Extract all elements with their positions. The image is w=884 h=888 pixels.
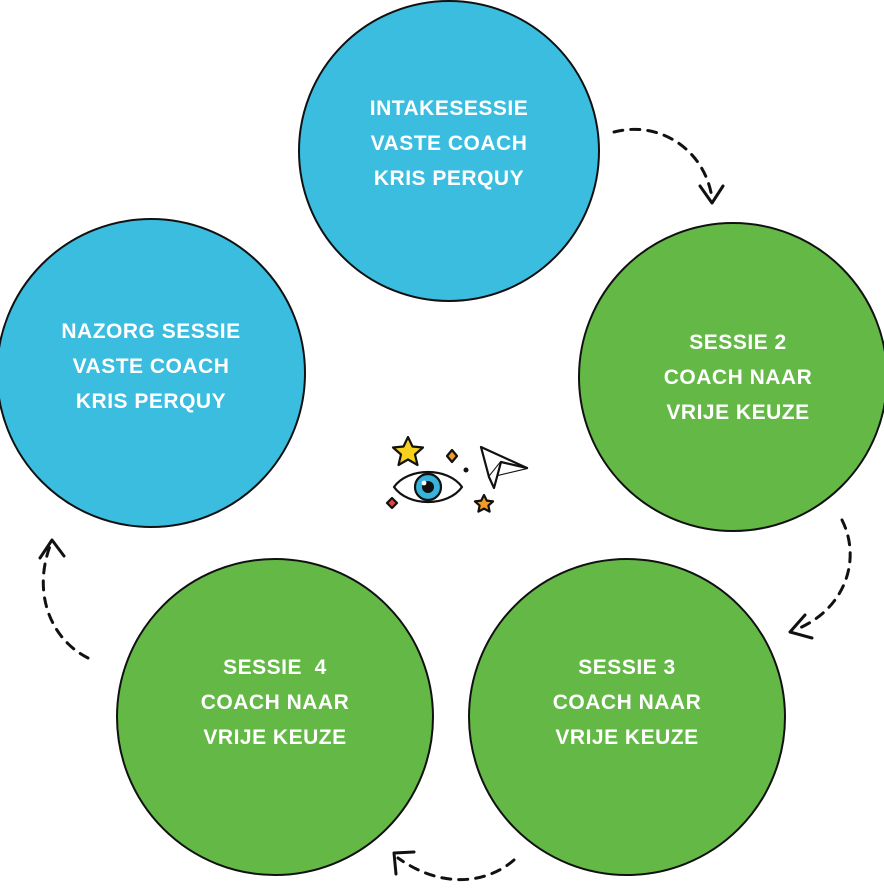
session-4-circle: SESSIE 4 COACH NAAR VRIJE KEUZE	[116, 558, 434, 876]
arrow-sessie3-to-sessie4	[392, 850, 516, 882]
session-2-circle: SESSIE 2 COACH NAAR VRIJE KEUZE	[578, 222, 884, 532]
intake-line-3: KRIS PERQUY	[373, 166, 525, 190]
session-3-line-3: VRIJE KEUZE	[555, 725, 699, 749]
session-3-circle: SESSIE 3 COACH NAAR VRIJE KEUZE	[468, 558, 786, 876]
session-3-line-2: COACH NAAR	[552, 690, 702, 714]
aftercare-line-2: VASTE COACH	[72, 354, 230, 378]
aftercare-line-3: KRIS PERQUY	[75, 389, 227, 413]
aftercare-session-label: NAZORG SESSIE VASTE COACH KRIS PERQUY	[61, 314, 240, 419]
session-4-line-1: SESSIE 4	[223, 655, 327, 679]
session-4-line-2: COACH NAAR	[200, 690, 350, 714]
session-2-line-3: VRIJE KEUZE	[666, 400, 810, 424]
aftercare-line-1: NAZORG SESSIE	[61, 319, 241, 343]
diamond-icon	[385, 496, 399, 510]
star-icon	[473, 493, 495, 513]
intake-line-2: VASTE COACH	[370, 131, 528, 155]
session-4-label: SESSIE 4 COACH NAAR VRIJE KEUZE	[201, 650, 350, 755]
aftercare-session-circle: NAZORG SESSIE VASTE COACH KRIS PERQUY	[0, 218, 306, 528]
intake-line-1: INTAKESESSIE	[369, 96, 529, 120]
arrow-sessie4-to-nazorg	[38, 538, 90, 660]
session-2-line-2: COACH NAAR	[663, 365, 813, 389]
intake-session-circle: INTAKESESSIE VASTE COACH KRIS PERQUY	[298, 0, 600, 302]
intake-session-label: INTAKESESSIE VASTE COACH KRIS PERQUY	[370, 91, 528, 196]
arrow-intake-to-sessie2	[612, 127, 725, 205]
arrow-sessie2-to-sessie3	[788, 518, 852, 640]
dot-icon	[463, 467, 469, 473]
session-2-label: SESSIE 2 COACH NAAR VRIJE KEUZE	[664, 325, 813, 430]
paper-plane-icon	[479, 445, 529, 490]
session-3-label: SESSIE 3 COACH NAAR VRIJE KEUZE	[553, 650, 702, 755]
eye-icon	[392, 470, 464, 504]
diamond-icon	[445, 448, 459, 464]
session-3-line-1: SESSIE 3	[578, 655, 676, 679]
session-2-line-1: SESSIE 2	[689, 330, 787, 354]
session-4-line-3: VRIJE KEUZE	[203, 725, 347, 749]
star-icon	[391, 435, 425, 467]
